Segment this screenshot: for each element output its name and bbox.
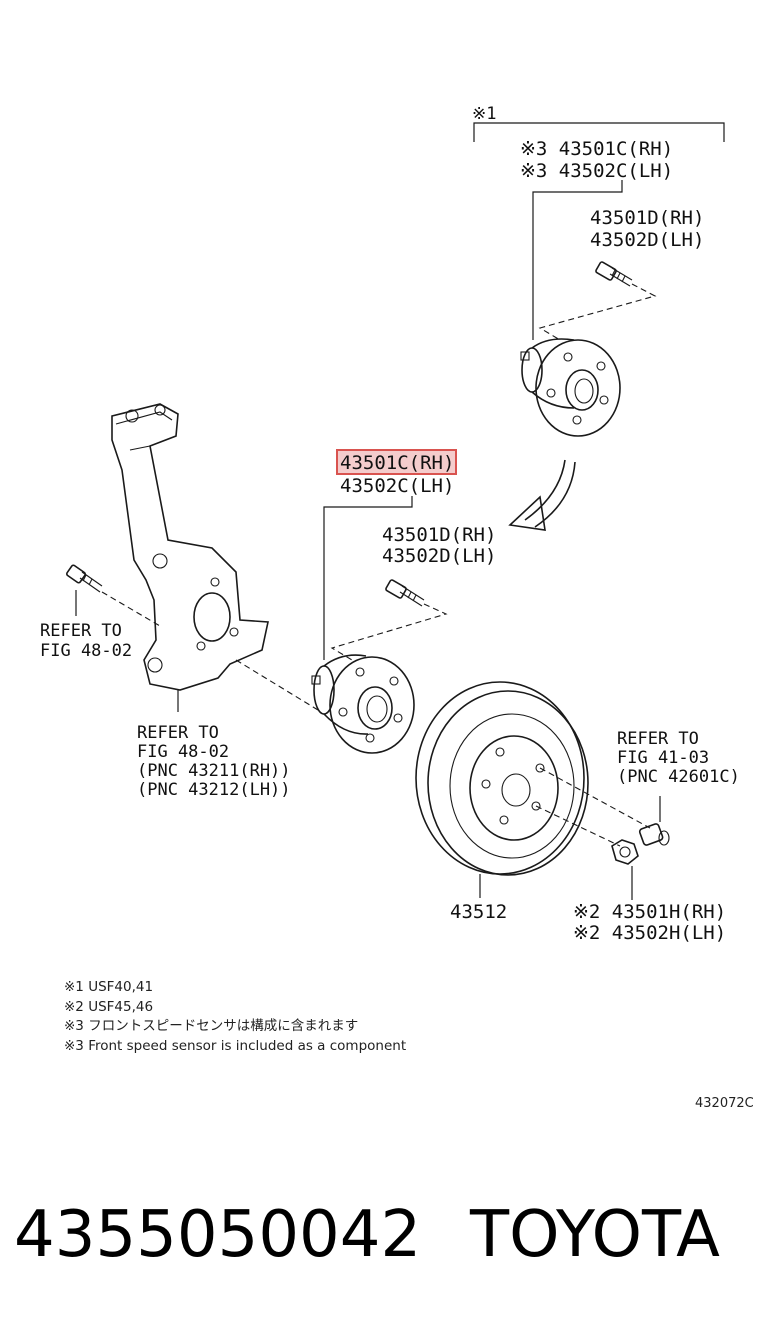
knuckle-dashline [235, 659, 319, 711]
note-2: ※2 USF45,46 [64, 999, 153, 1015]
steering-knuckle-icon [111, 403, 269, 691]
nut-lh-label[interactable]: ※2 43502H(LH) [573, 922, 726, 944]
upper-bolt-lh-label[interactable]: 43502D(LH) [590, 229, 704, 251]
upper-bracket [473, 122, 725, 142]
hub-bolt-icon [385, 579, 425, 607]
bolt-dashline [330, 603, 448, 661]
knuckle-ref-line3[interactable]: (PNC 43211(RH)) [137, 761, 291, 781]
nut-rh-label[interactable]: ※2 43501H(RH) [573, 901, 726, 923]
knuckle-ref-line4[interactable]: (PNC 43212(LH)) [137, 780, 291, 800]
note-4: ※3 Front speed sensor is included as a c… [64, 1038, 406, 1054]
bolt-lh-label[interactable]: 43502D(LH) [382, 545, 496, 567]
upper-assembly-rh-label[interactable]: ※3 43501C(RH) [520, 138, 673, 160]
wheelnut-ref-line2[interactable]: FIG 41-03 [617, 748, 709, 768]
figure-code: 432072C [695, 1096, 754, 1111]
hub-lh-label[interactable]: 43502C(LH) [340, 475, 454, 497]
upper-assembly-lh-label[interactable]: ※3 43502C(LH) [520, 160, 673, 182]
hub-leader [323, 496, 413, 660]
highlight-box [336, 449, 457, 475]
curved-arrow-icon [508, 459, 576, 531]
upper-assembly-group: ※1 ※3 43501C(RH) ※3 43502C(LH) 43501D(RH… [472, 104, 725, 437]
disc-wheelnut-dashline [539, 767, 651, 829]
hub-rh-highlighted-label[interactable]: 43501C(RH) [340, 452, 454, 474]
disc-nut-dashline [535, 805, 621, 847]
wheelnut-ref-line3[interactable]: (PNC 42601C) [617, 767, 740, 787]
wheelnut-ref-line1[interactable]: REFER TO [617, 729, 699, 749]
wheel-nut-icon [638, 823, 670, 846]
hub-bearing-icon [311, 654, 415, 754]
upper-hub-bearing-icon [520, 338, 621, 437]
upper-bolt-dashline [538, 283, 657, 341]
knuckle-bolt-dashline [101, 591, 161, 627]
bolt-ref-line2[interactable]: FIG 48-02 [40, 641, 132, 661]
disc-label[interactable]: 43512 [450, 901, 507, 923]
knuckle-ref-line1[interactable]: REFER TO [137, 723, 219, 743]
footer-brand: TOYOTA [469, 1198, 720, 1272]
upper-assembly-leader [532, 180, 623, 340]
upper-bracket-note: ※1 [472, 104, 496, 124]
notes-block: ※1 USF40,41 ※2 USF45,46 ※3 フロントスピードセンサは構… [64, 979, 406, 1054]
bolt-rh-label[interactable]: 43501D(RH) [382, 524, 496, 546]
note-1: ※1 USF40,41 [64, 979, 153, 995]
main-assembly-group: 43501C(RH) 43502C(LH) 43501D(RH) 43502D(… [311, 449, 496, 754]
knuckle-ref-line2[interactable]: FIG 48-02 [137, 742, 229, 762]
upper-bolt-rh-label[interactable]: 43501D(RH) [590, 207, 704, 229]
note-3: ※3 フロントスピードセンサは構成に含まれます [64, 1018, 358, 1034]
knuckle-bolt-icon [65, 564, 103, 593]
hub-nut-icon [611, 839, 639, 865]
footer-part-number: 4355050042 [14, 1198, 421, 1272]
upper-hub-bolt-icon [595, 261, 633, 287]
bolt-ref-line1[interactable]: REFER TO [40, 621, 122, 641]
brake-disc-icon [415, 681, 589, 876]
